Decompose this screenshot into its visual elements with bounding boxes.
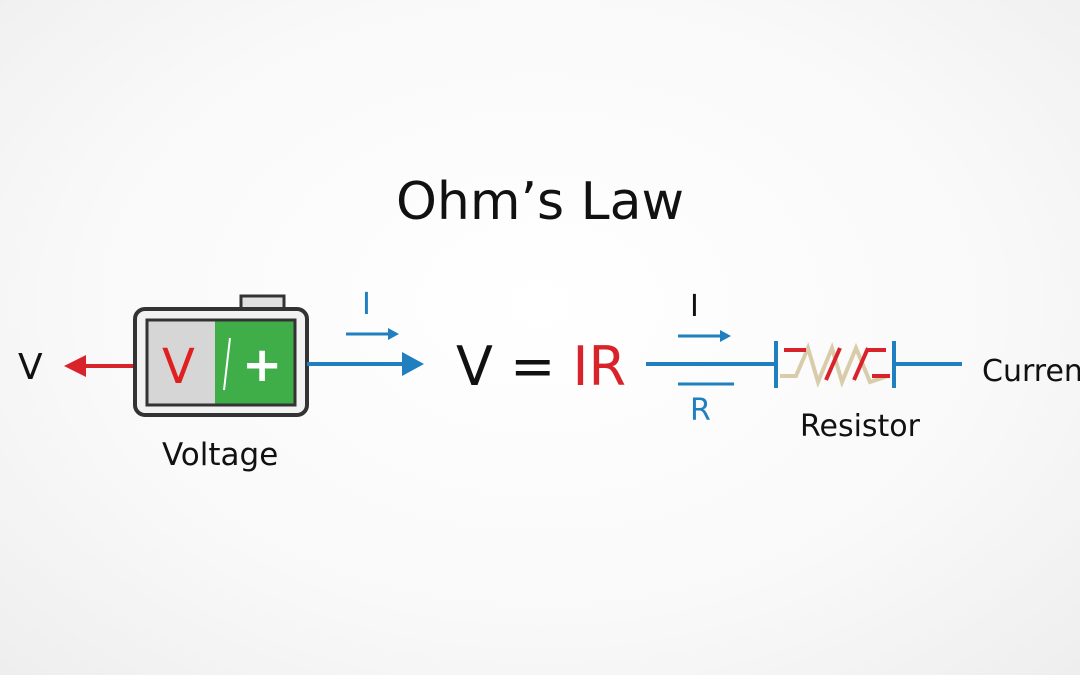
current-direction-arrow-head [388,328,399,340]
resistor-label: Resistor [800,409,920,444]
right-current-arrow-head [720,330,731,342]
left-current-label: I [362,287,371,322]
battery-divider [223,337,231,391]
battery-label: Voltage [162,437,279,473]
current-wire-arrow-head [402,352,424,376]
battery-v-symbol: V [162,339,195,395]
diagram-title: Ohm’s Law [395,172,685,232]
voltage-arrow-head [64,355,86,377]
ohms-law-formula: V = IR [456,340,626,394]
resistance-label: R [690,393,711,428]
current-label: Curren [982,354,1080,389]
formula-rhs: IR [572,335,626,398]
resistor-red-diag-2 [852,347,870,381]
battery-plus-symbol: + [242,337,283,393]
formula-lhs: V = [456,335,573,398]
battery-right-cell [215,320,295,405]
resistor-zigzag-beige [780,341,889,389]
battery-left-cell [147,320,216,405]
right-current-label: I [690,289,699,324]
resistor-red-diag-1 [824,347,842,381]
voltage-output-label: V [18,347,43,388]
battery-inner-frame [145,318,297,407]
